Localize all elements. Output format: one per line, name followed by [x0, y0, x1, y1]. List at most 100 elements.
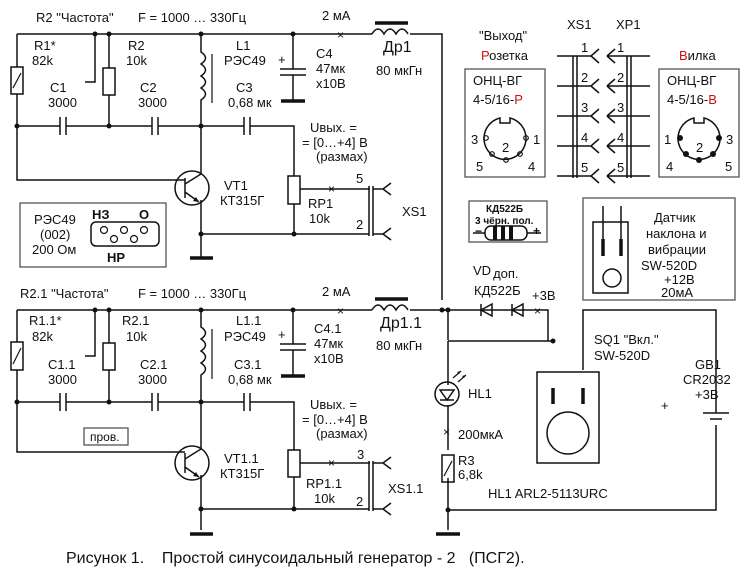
upper-freq-range: F = 1000 … 330Гц: [138, 10, 247, 25]
svg-text:Вилка: Вилка: [679, 48, 716, 63]
led-hl1-icon: [434, 370, 467, 407]
lower-c3-icon: [243, 393, 251, 411]
lower-c2-value: 3000: [138, 372, 167, 387]
connector-pin-row: [557, 78, 650, 94]
lower-c4-value: 47мк: [314, 336, 343, 351]
sensor-info-box: Датчик наклона и вибрации SW-520D +12В 2…: [582, 197, 736, 301]
upper-output-wiring: [201, 170, 370, 235]
sq1-value: SW-520D: [594, 348, 650, 363]
relay-common-label: О: [139, 207, 149, 222]
gb1-value: CR2032: [683, 372, 731, 387]
socket-title-rest: озетка: [489, 48, 529, 63]
lower-c3-value: 0,68 мк: [228, 372, 272, 387]
sensor-line3: вибрации: [648, 242, 706, 257]
gb1-voltage: +3В: [695, 387, 719, 402]
socket-model: ОНЦ-ВГ: [473, 73, 522, 88]
xp1-pin-label: 4: [617, 130, 624, 145]
upper-pot-title: R2 "Частота": [36, 10, 114, 25]
socket-pin1: 1: [533, 132, 540, 147]
upper-r1-value: 82k: [32, 53, 53, 68]
upper-c1-name: C1: [50, 80, 67, 95]
upper-c1-value: 3000: [48, 95, 77, 110]
socket-title-letter: Р: [481, 48, 489, 63]
socket-pin4: 4: [528, 159, 535, 174]
lower-uout-3: (размах): [316, 426, 368, 441]
lower-uout-1: Uвых. =: [310, 397, 357, 412]
lower-r1-name: R1.1*: [29, 313, 62, 328]
vd-name: VD: [473, 263, 491, 278]
socket-pin2: 2: [502, 140, 509, 155]
upper-r2-wire: [85, 34, 110, 126]
vd-sub: доп.: [493, 266, 518, 281]
connector-pin-row: [557, 168, 650, 184]
lower-vt-value: КТ315Г: [220, 466, 264, 481]
upper-c4-plus: +: [278, 52, 286, 67]
lower-rp1-name: RP1.1: [306, 476, 342, 491]
lower-pin-b: 2: [356, 494, 363, 509]
lower-r1-icon: [10, 341, 24, 371]
battery-gb1-icon: [703, 412, 729, 420]
upper-r2-icon: [102, 67, 116, 96]
sensor-line4: SW-520D: [641, 258, 697, 273]
socket-pin5: 5: [476, 159, 483, 174]
upper-c3-name: C3: [236, 80, 253, 95]
lower-transistor-icon: [174, 445, 210, 481]
upper-c3-value: 0,68 мк: [228, 95, 272, 110]
upper-choke-name: Др1: [383, 39, 412, 56]
plug-pin4: 4: [666, 159, 673, 174]
upper-choke-icon: [371, 28, 409, 36]
sensor-line5: +12В: [664, 272, 695, 287]
lower-wire-note: пров.: [90, 430, 120, 444]
vd-value: КД522Б: [474, 283, 521, 298]
sq1-name: SQ1 "Вкл.": [594, 332, 659, 347]
upper-r1-icon: [10, 66, 24, 95]
svg-text:×: ×: [534, 304, 541, 318]
diode-legend-minus: −: [475, 224, 482, 238]
diode-legend-plus: +: [533, 224, 540, 238]
hl1-current: 200мкА: [458, 427, 503, 442]
lower-rp1-value: 10k: [314, 491, 335, 506]
sensor-line6: 20мА: [661, 285, 693, 300]
hl1-note: HL1 ARL2-5113URC: [488, 486, 608, 501]
lower-rp1-icon: [287, 449, 301, 478]
relay-line3: 200 Ом: [32, 242, 76, 257]
lower-current-label: 2 мА: [322, 284, 351, 299]
xs1-pin-label: 5: [581, 160, 588, 175]
upper-c4-voltage: х10В: [316, 76, 346, 91]
diode-vd2-icon: [510, 302, 524, 318]
output-connector: "Выход" XS1 XP1 Розетка Вилка ОНЦ-ВГ 4-5…: [464, 17, 740, 184]
svg-text:×: ×: [443, 425, 450, 439]
lower-generator: R2.1 "Частота" F = 1000 … 330Гц 2 мА × Д…: [10, 284, 448, 536]
sq1-switch-icon: [536, 371, 600, 464]
upper-top-rail: [17, 33, 443, 300]
xp1-pin-label: 2: [617, 70, 624, 85]
upper-r2-value: 10k: [126, 53, 147, 68]
socket-din-outline-icon: [483, 117, 527, 161]
svg-text:×: ×: [328, 456, 335, 470]
xs1-pin-label: 1: [581, 40, 588, 55]
xs1-header: XS1: [567, 17, 592, 32]
lower-c1-name: C1.1: [48, 357, 75, 372]
lower-r2-value: 10k: [126, 329, 147, 344]
socket-code: 4-5/16-: [473, 92, 514, 107]
hl1-name: HL1: [468, 386, 492, 401]
lower-r2-icon: [102, 342, 116, 371]
r3-icon: [441, 454, 455, 483]
lower-vt-name: VT1.1: [224, 451, 259, 466]
upper-c1-icon: [59, 117, 67, 135]
upper-xs1-label: XS1: [402, 204, 427, 219]
xp1-pin-label: 1: [617, 40, 624, 55]
upper-transistor-icon: [174, 170, 210, 206]
plug-title-rest: илка: [688, 48, 717, 63]
lower-choke-icon: [371, 304, 409, 312]
socket-code-suffix: Р: [514, 92, 523, 107]
lower-c4-voltage: х10В: [314, 351, 344, 366]
upper-l1-name: L1: [236, 38, 250, 53]
relay-pinout-box: РЭС49 (002) 200 Ом НЗ О НР: [19, 202, 167, 268]
upper-current-label: 2 мА: [322, 8, 351, 23]
upper-choke-value: 80 мкГн: [376, 63, 422, 78]
figure-caption: Рисунок 1. Простой синусоидальный генера…: [66, 550, 525, 567]
connector-pin-row: [557, 48, 650, 64]
diode-legend-line2: 3 чёрн. пол.: [475, 216, 534, 227]
